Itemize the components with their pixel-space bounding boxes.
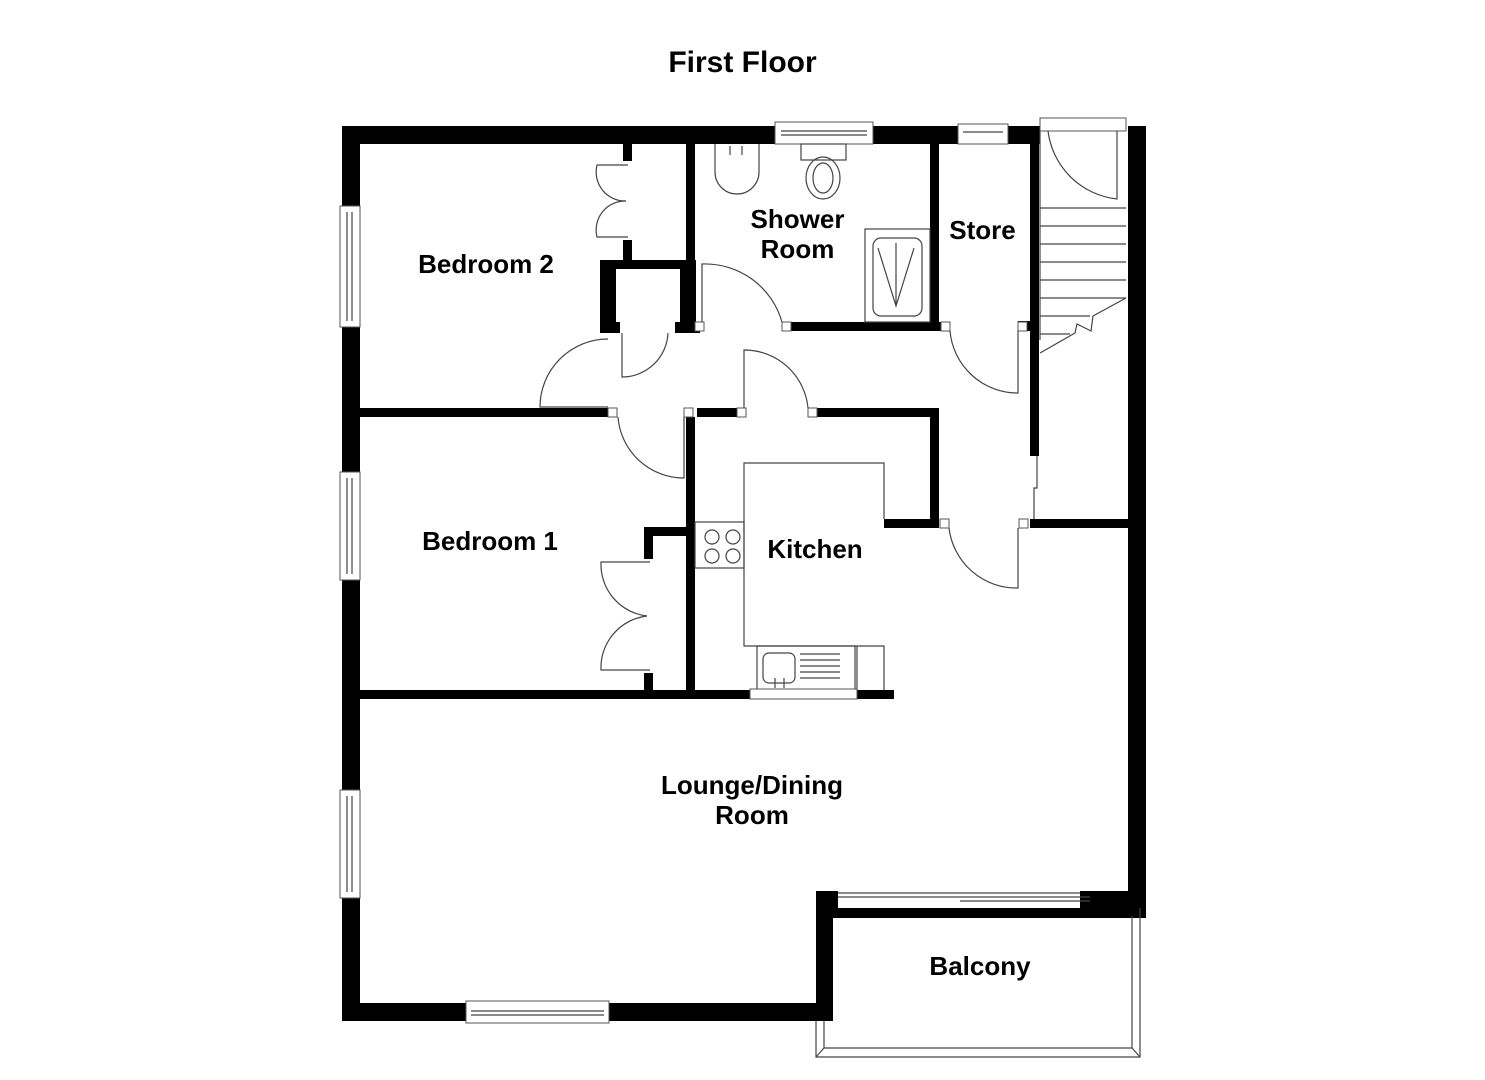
basin-icon: [714, 144, 760, 195]
room-label-kitchen: Kitchen: [767, 534, 863, 564]
outer-walls: [342, 126, 1146, 1021]
hob-icon: [694, 521, 745, 569]
room-label-shower-room: Shower Room: [750, 204, 845, 264]
room-label-bedroom-2: Bedroom 2: [418, 249, 554, 279]
shower-room-fixtures: [714, 143, 931, 323]
floor-title: First Floor: [668, 46, 817, 79]
toilet-bowl-icon: [805, 156, 841, 200]
shower-tray-icon: [864, 228, 931, 323]
worktop: [743, 462, 885, 690]
toilet-cistern-icon: [800, 143, 847, 161]
internal-walls: [360, 126, 1128, 699]
door-posts: [607, 321, 1029, 529]
windows: [339, 121, 1090, 1024]
room-label-balcony: Balcony: [929, 951, 1031, 981]
room-label-store: Store: [949, 215, 1016, 245]
kitchen-fixtures: [694, 462, 885, 700]
staircase: [1039, 117, 1127, 354]
door-swings: [539, 164, 1038, 671]
room-label-bedroom-1: Bedroom 1: [422, 526, 558, 556]
balcony-rail: [815, 908, 1141, 1058]
sink-icon: [762, 652, 796, 684]
room-label-lounge-dining: Lounge/Dining Room: [661, 770, 843, 830]
